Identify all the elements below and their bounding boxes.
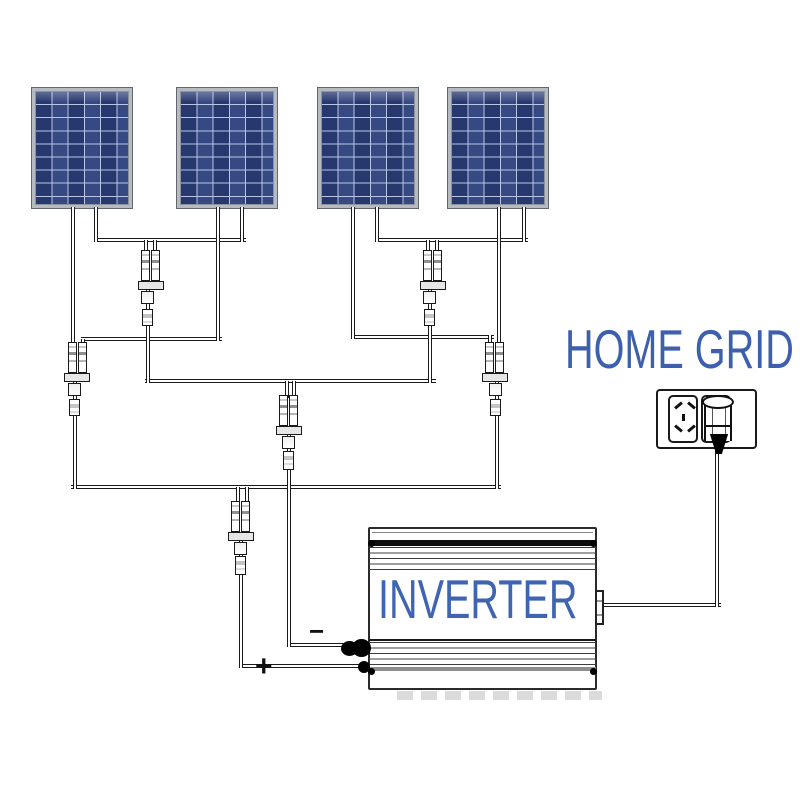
socket-slot [682,414,685,421]
inverter-bottom-band [369,667,596,671]
wire-segment [428,280,432,383]
mc4-connector [495,342,504,373]
inline-coupler [69,399,80,416]
wire-segment [292,381,296,398]
solar-panel-4 [448,88,548,208]
mc4-connector [433,250,442,281]
mc4-connector [279,395,288,426]
mc4-connector [68,383,81,396]
inverter-divider [369,639,596,641]
bus-wire [351,335,494,339]
mc4-connector [423,250,432,281]
y-branch-collar [228,532,254,541]
dc-positive-label: + [255,650,273,683]
panel-lead-wire [351,207,355,339]
solar-panel-3 [318,88,418,208]
wire-segment [144,240,148,253]
wire-segment [73,378,77,489]
bus-wire [145,379,436,383]
dc-positive-wire [239,538,243,668]
y-branch-collar [64,373,90,382]
y-branch-collar [138,281,164,290]
inverter-top-line [372,532,593,533]
panel-lead-wire [94,207,98,242]
wire-segment [146,280,150,383]
dc-negative-label: − [309,616,325,646]
mc4-connector [289,395,298,426]
dc-input-connector [362,643,370,654]
panel-lead-wire [375,207,379,242]
mc4-connector [241,501,250,532]
inverter-heatsink-fins [369,547,596,574]
mc4-connector [489,383,502,396]
inverter-screw [368,668,375,675]
panel-lead-wire [216,207,220,341]
mc4-connector [231,501,240,532]
panel-lead-wire [497,207,501,345]
solar-panel-1 [32,88,132,208]
panel-lead-wire [522,207,526,242]
home-grid-label: HOME GRID [565,318,794,380]
mc4-connector [423,291,436,304]
bus-wire [81,337,222,341]
mc4-connector [282,436,295,449]
y-branch-collar [276,426,302,435]
bus-wire [71,485,501,489]
inline-coupler [490,399,501,416]
mc4-connector [78,342,87,373]
ac-plug-line [704,425,732,427]
solar-panel-2 [177,88,277,208]
wire-segment [236,487,240,505]
inverter-heatsink-fins [369,642,596,666]
inverter-screw [590,540,597,547]
inverter-screw [590,668,597,675]
panel-lead-wire [240,207,244,242]
mc4-connector [141,291,154,304]
ac-plug-rim [702,395,734,409]
mc4-connector [68,342,77,373]
mc4-connector [485,342,494,373]
bus-wire [94,238,246,242]
wire-segment [488,335,492,345]
wire-segment [435,240,439,253]
watermark-marks [397,691,602,700]
wire-segment [495,378,499,489]
wire-segment [153,240,157,253]
dc-positive-terminal [358,661,370,673]
inverter-top-band [369,540,596,546]
ac-output-wire [601,603,721,607]
ac-output-wire [715,449,719,607]
inverter-label: INVERTER [378,568,578,630]
bus-wire [375,238,528,242]
inverter-screw [368,540,375,547]
y-branch-collar [482,373,508,382]
mc4-connector [151,250,160,281]
inline-coupler [235,556,246,575]
inline-coupler [142,309,153,326]
dc-negative-wire [287,643,349,647]
mc4-connector [234,542,247,555]
inverter-ac-port [595,590,604,625]
inline-coupler [283,451,294,470]
y-branch-collar [420,281,446,290]
mc4-connector [141,250,150,281]
wire-segment [285,381,289,398]
dc-positive-wire [239,664,365,668]
wire-segment [426,240,430,253]
wire-segment [245,487,249,505]
dc-negative-wire [287,430,291,647]
panel-lead-wire [71,207,75,345]
inline-coupler [424,309,435,326]
